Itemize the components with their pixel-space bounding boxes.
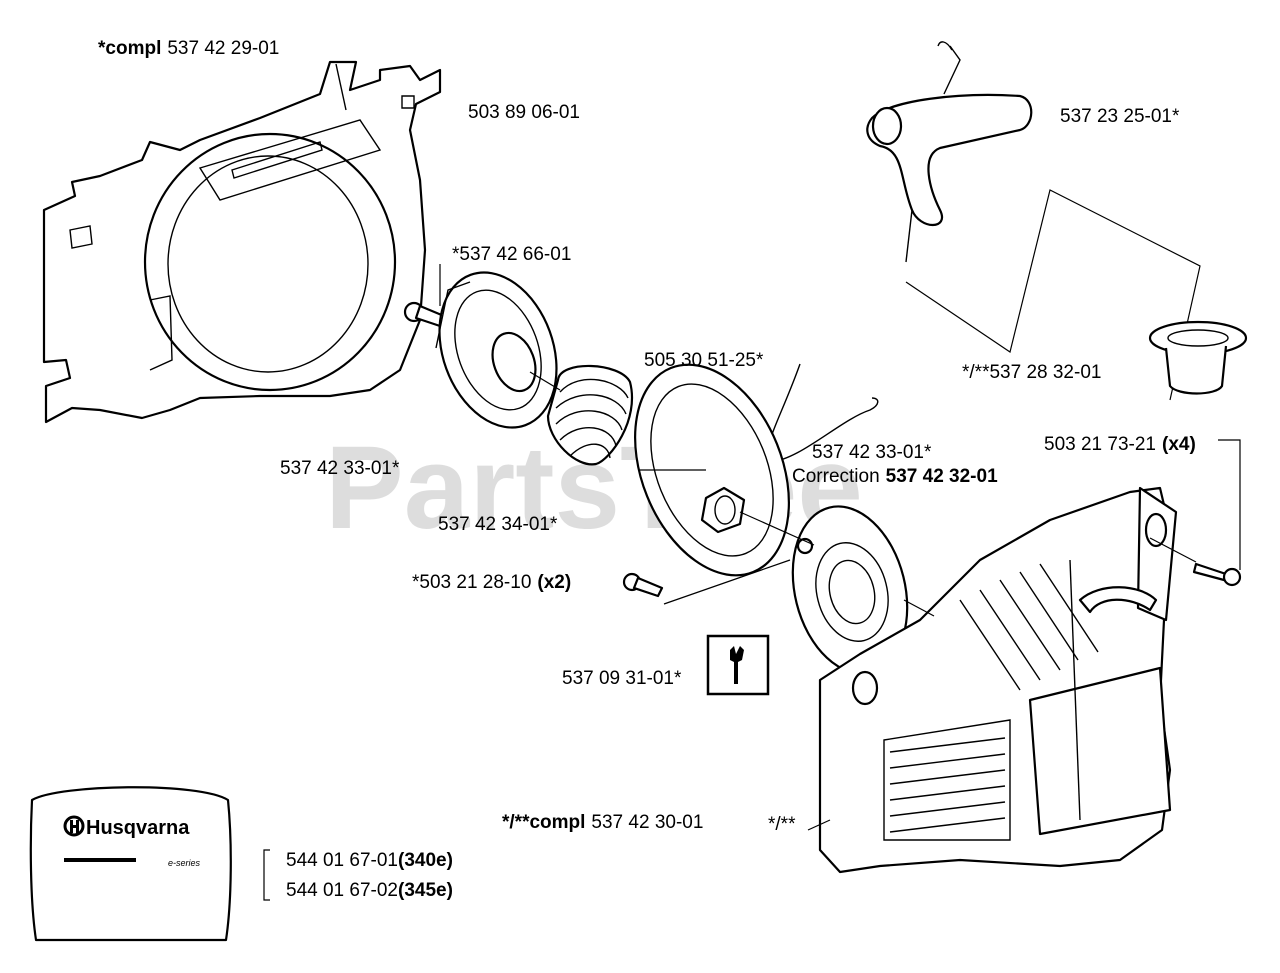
label-537232501: 537 23 25-01*: [1060, 106, 1180, 127]
brand-name: Husqvarna: [86, 817, 190, 839]
rope-guide-lines: [905, 189, 1201, 401]
label-544016702: 544 01 67-02(345e): [286, 880, 453, 901]
husqvarna-logo-icon: [63, 815, 85, 837]
screw-part-x2: [622, 572, 664, 598]
label-537423401: 537 42 34-01*: [438, 514, 558, 535]
spring-part: [546, 364, 633, 466]
label-537426601: *537 42 66-01: [452, 244, 571, 265]
label-544016701: 544 01 67-01(340e): [286, 850, 453, 871]
rope-part: [766, 363, 879, 463]
brand-series: e-series: [168, 858, 201, 868]
label-537283201: */**537 28 32-01: [962, 362, 1101, 383]
screw-part-x4: [1192, 562, 1242, 587]
starter-handle-part: [866, 41, 1033, 263]
label-537093101: 537 09 31-01*: [562, 668, 682, 689]
starter-cover-part: [818, 486, 1178, 874]
rope-guide-part: [1148, 320, 1248, 395]
label-503890601: 503 89 06-01: [468, 102, 580, 123]
label-537423301-right: 537 42 33-01*: [812, 442, 932, 463]
label-505305125: 505 30 51-25*: [644, 350, 764, 371]
cover-grille: [889, 563, 1099, 833]
tool-icon: [706, 634, 770, 696]
rope-pulley-part: [634, 363, 790, 577]
spring-housing-part: [791, 505, 909, 675]
pulley-part: [435, 271, 558, 429]
label-star-note: */**: [768, 814, 796, 835]
husqvarna-decal: Husqvarna e-series: [29, 786, 232, 942]
label-503217321: 503 21 73-21(x4): [1044, 434, 1196, 455]
label-537423301-left: 537 42 33-01*: [280, 458, 400, 479]
leader-lines: [263, 264, 1241, 901]
crankcase-cover-part: [42, 60, 442, 424]
label-503212810: *503 21 28-10(x2): [412, 572, 571, 593]
